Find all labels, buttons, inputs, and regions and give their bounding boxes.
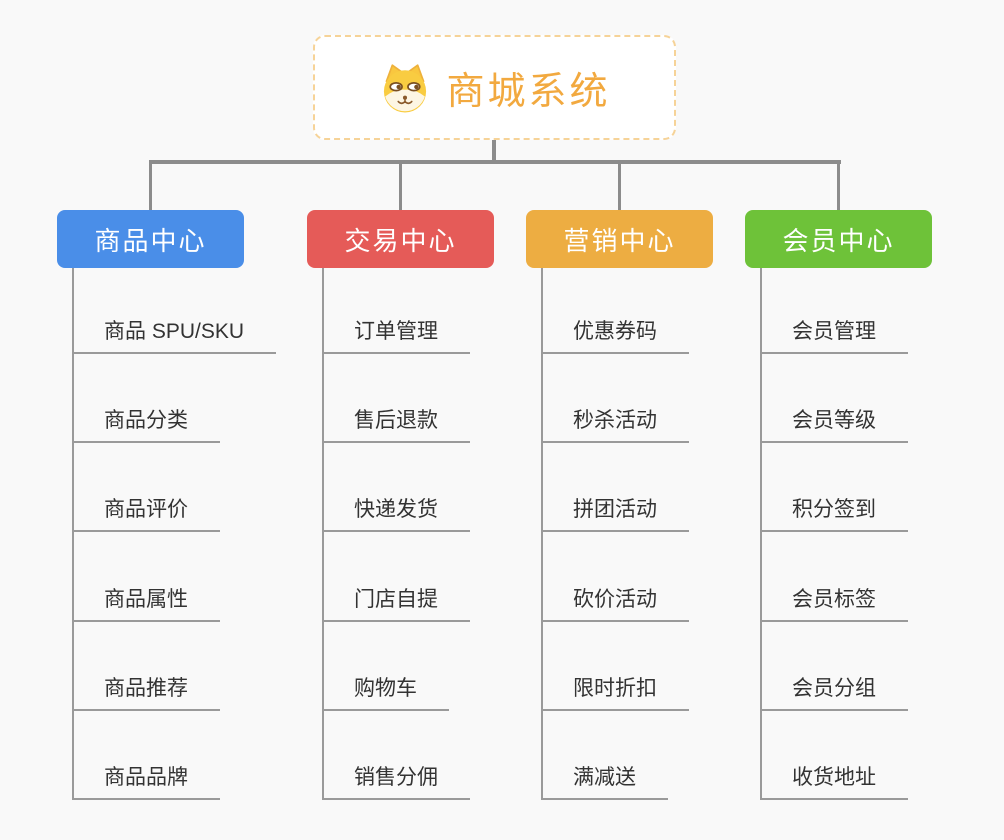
branch-node-product-center[interactable]: 商品中心	[57, 210, 244, 268]
leaf-topic[interactable]: 商品品牌	[72, 756, 220, 800]
root-node[interactable]: 商城系统	[313, 35, 676, 140]
branch-rail-line	[541, 268, 543, 800]
leaf-topic[interactable]: 会员标签	[760, 578, 908, 622]
branch-drop-line	[149, 162, 152, 212]
leaf-topic[interactable]: 砍价活动	[541, 578, 689, 622]
leaf-topic[interactable]: 秒杀活动	[541, 399, 689, 443]
leaf-topic[interactable]: 会员等级	[760, 399, 908, 443]
dog-face-icon	[378, 61, 432, 115]
branch-drop-line	[618, 162, 621, 212]
branch-rail-line	[322, 268, 324, 800]
branch-drop-line	[399, 162, 402, 212]
branch-node-trade-center[interactable]: 交易中心	[307, 210, 494, 268]
leaf-topic[interactable]: 限时折扣	[541, 667, 689, 711]
leaf-topic[interactable]: 会员管理	[760, 310, 908, 354]
leaf-topic[interactable]: 商品推荐	[72, 667, 220, 711]
leaf-topic[interactable]: 商品分类	[72, 399, 220, 443]
leaf-topic[interactable]: 会员分组	[760, 667, 908, 711]
leaf-topic[interactable]: 优惠券码	[541, 310, 689, 354]
leaf-topic[interactable]: 拼团活动	[541, 488, 689, 532]
leaf-topic[interactable]: 快递发货	[322, 488, 470, 532]
branch-rail-line	[760, 268, 762, 800]
leaf-topic[interactable]: 商品评价	[72, 488, 220, 532]
leaf-topic[interactable]: 售后退款	[322, 399, 470, 443]
leaf-topic[interactable]: 购物车	[322, 667, 449, 711]
leaf-topic[interactable]: 积分签到	[760, 488, 908, 532]
root-stem-line	[492, 140, 496, 164]
branch-drop-line	[837, 162, 840, 212]
branch-bus-line	[149, 160, 841, 164]
leaf-topic[interactable]: 门店自提	[322, 578, 470, 622]
leaf-topic[interactable]: 商品属性	[72, 578, 220, 622]
leaf-topic[interactable]: 销售分佣	[322, 756, 470, 800]
leaf-topic[interactable]: 订单管理	[322, 310, 470, 354]
branch-node-marketing-center[interactable]: 营销中心	[526, 210, 713, 268]
root-title: 商城系统	[446, 71, 611, 113]
branch-rail-line	[72, 268, 74, 800]
leaf-topic[interactable]: 商品 SPU/SKU	[72, 310, 277, 354]
leaf-topic[interactable]: 收货地址	[760, 756, 908, 800]
leaf-topic[interactable]: 满减送	[541, 756, 668, 800]
branch-node-member-center[interactable]: 会员中心	[745, 210, 932, 268]
